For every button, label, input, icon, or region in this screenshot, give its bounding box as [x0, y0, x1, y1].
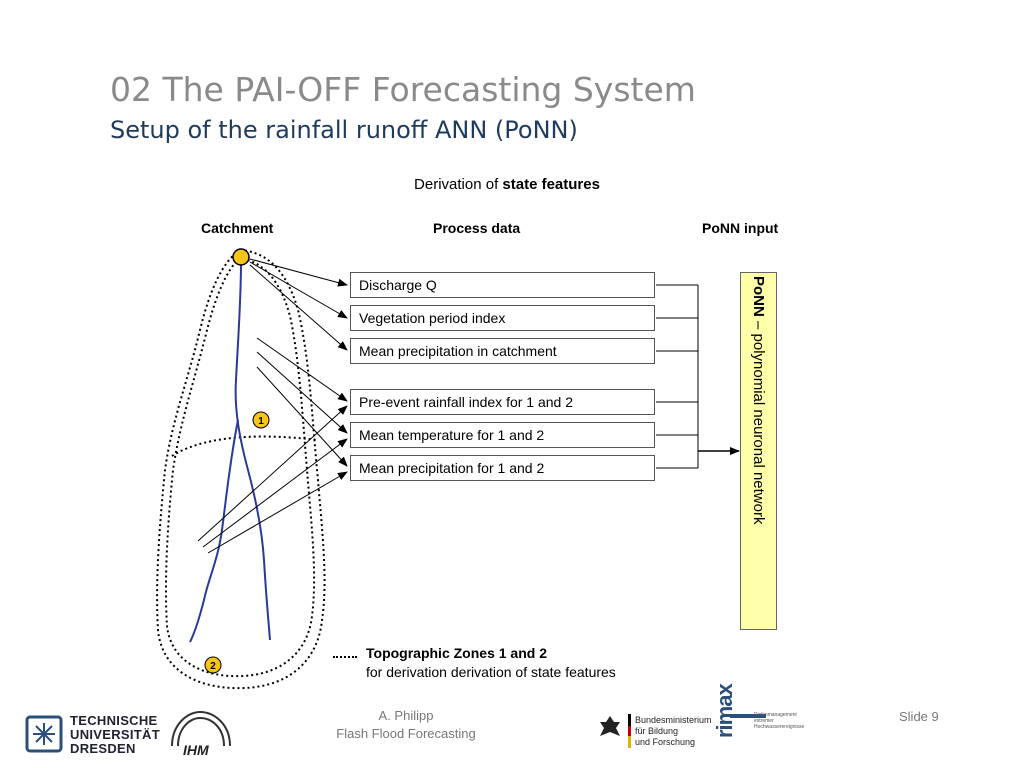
process-box-pre-event-rainfall: Pre-event rainfall index for 1 and 2 [350, 389, 655, 415]
arrow-outlet-to-box-1 [249, 258, 348, 287]
arrow-zone1-to-box-4 [256, 337, 348, 402]
zone-2-badge [204, 656, 222, 674]
slide-subtitle: Setup of the rainfall runoff ANN (PoNN) [110, 116, 578, 144]
arrow-zone2-to-box-6 [207, 471, 348, 554]
process-box-mean-precip-zones: Mean precipitation for 1 and 2 [350, 455, 655, 481]
slide-number: Slide 9 [899, 709, 939, 724]
rimax-small-1: Risikomanagement [754, 712, 797, 718]
legend-dotted-line [333, 656, 357, 658]
bmbf-line-3: und Forschung [635, 737, 696, 747]
bmbf-eagle-icon [598, 714, 631, 748]
bmbf-line-2: für Bildung [635, 726, 679, 736]
tud-logo-icon [25, 715, 63, 753]
tud-line-1: TECHNISCHE [70, 713, 158, 728]
ihm-logo-text: IHM [183, 742, 209, 758]
footer-author: A. Philipp [378, 708, 434, 723]
arrow-zone2-to-box-4 [197, 405, 348, 542]
ihm-logo-icon [171, 710, 231, 747]
zone-1-label: 1 [258, 416, 264, 427]
ponn-label: PoNN – polynomial neuronal network [740, 272, 777, 630]
rimax-small-text: Risikomanagement extremer Hochwassererei… [754, 712, 804, 730]
arrow-zone2-to-box-5 [202, 438, 348, 548]
tud-logo-text: TECHNISCHE UNIVERSITÄT DRESDEN [70, 714, 160, 756]
rimax-small-2: extremer [754, 718, 774, 724]
arrow-outlet-to-box-2 [249, 261, 348, 319]
arrow-zone1-to-box-6 [256, 366, 348, 467]
catchment-outlet [232, 248, 250, 266]
catchment-outline-inner [164, 256, 316, 678]
zone-2-label: 2 [210, 661, 216, 672]
arrow-outlet-to-box-3 [249, 264, 348, 351]
slide-title: 02 The PAI-OFF Forecasting System [110, 70, 696, 109]
zone-divider [171, 435, 319, 457]
rimax-logo-icon [730, 714, 766, 718]
rimax-small-3: Hochwasserereignisse [754, 724, 805, 730]
river-main [234, 261, 271, 641]
bmbf-line-1: Bundesministerium [635, 715, 712, 725]
diagram-heading-prefix: Derivation of [414, 176, 503, 193]
process-box-vegetation: Vegetation period index [350, 305, 655, 331]
process-box-mean-precip-catchment: Mean precipitation in catchment [350, 338, 655, 364]
column-header-catchment: Catchment [201, 220, 274, 236]
ponn-label-rest: – polynomial neuronal network [750, 316, 767, 525]
tud-line-2: UNIVERSITÄT [70, 727, 160, 742]
catchment-outline-outer [156, 248, 326, 690]
ponn-label-bold: PoNN [750, 276, 767, 317]
legend-subtitle: for derivation derivation of state featu… [366, 664, 616, 680]
column-header-process-data: Process data [433, 220, 521, 236]
legend-title: Topographic Zones 1 and 2 [366, 645, 547, 661]
tud-line-3: DRESDEN [70, 741, 136, 756]
process-box-discharge: Discharge Q [350, 272, 655, 298]
input-collector [656, 284, 699, 469]
column-header-ponn-input: PoNN input [702, 220, 779, 236]
arrow-zone1-to-box-5 [256, 351, 348, 434]
diagram-heading: Derivation of state features [0, 176, 1014, 193]
process-box-mean-temperature: Mean temperature for 1 and 2 [350, 422, 655, 448]
river-branch [189, 419, 239, 643]
diagram-heading-bold: state features [502, 176, 600, 193]
rimax-logo-text: rimax [712, 684, 737, 738]
footer-talk: Flash Flood Forecasting [336, 726, 476, 741]
bmbf-logo-text: Bundesministerium für Bildung und Forsch… [635, 715, 712, 748]
zone-1-badge [252, 411, 270, 429]
ponn-box [740, 272, 777, 630]
